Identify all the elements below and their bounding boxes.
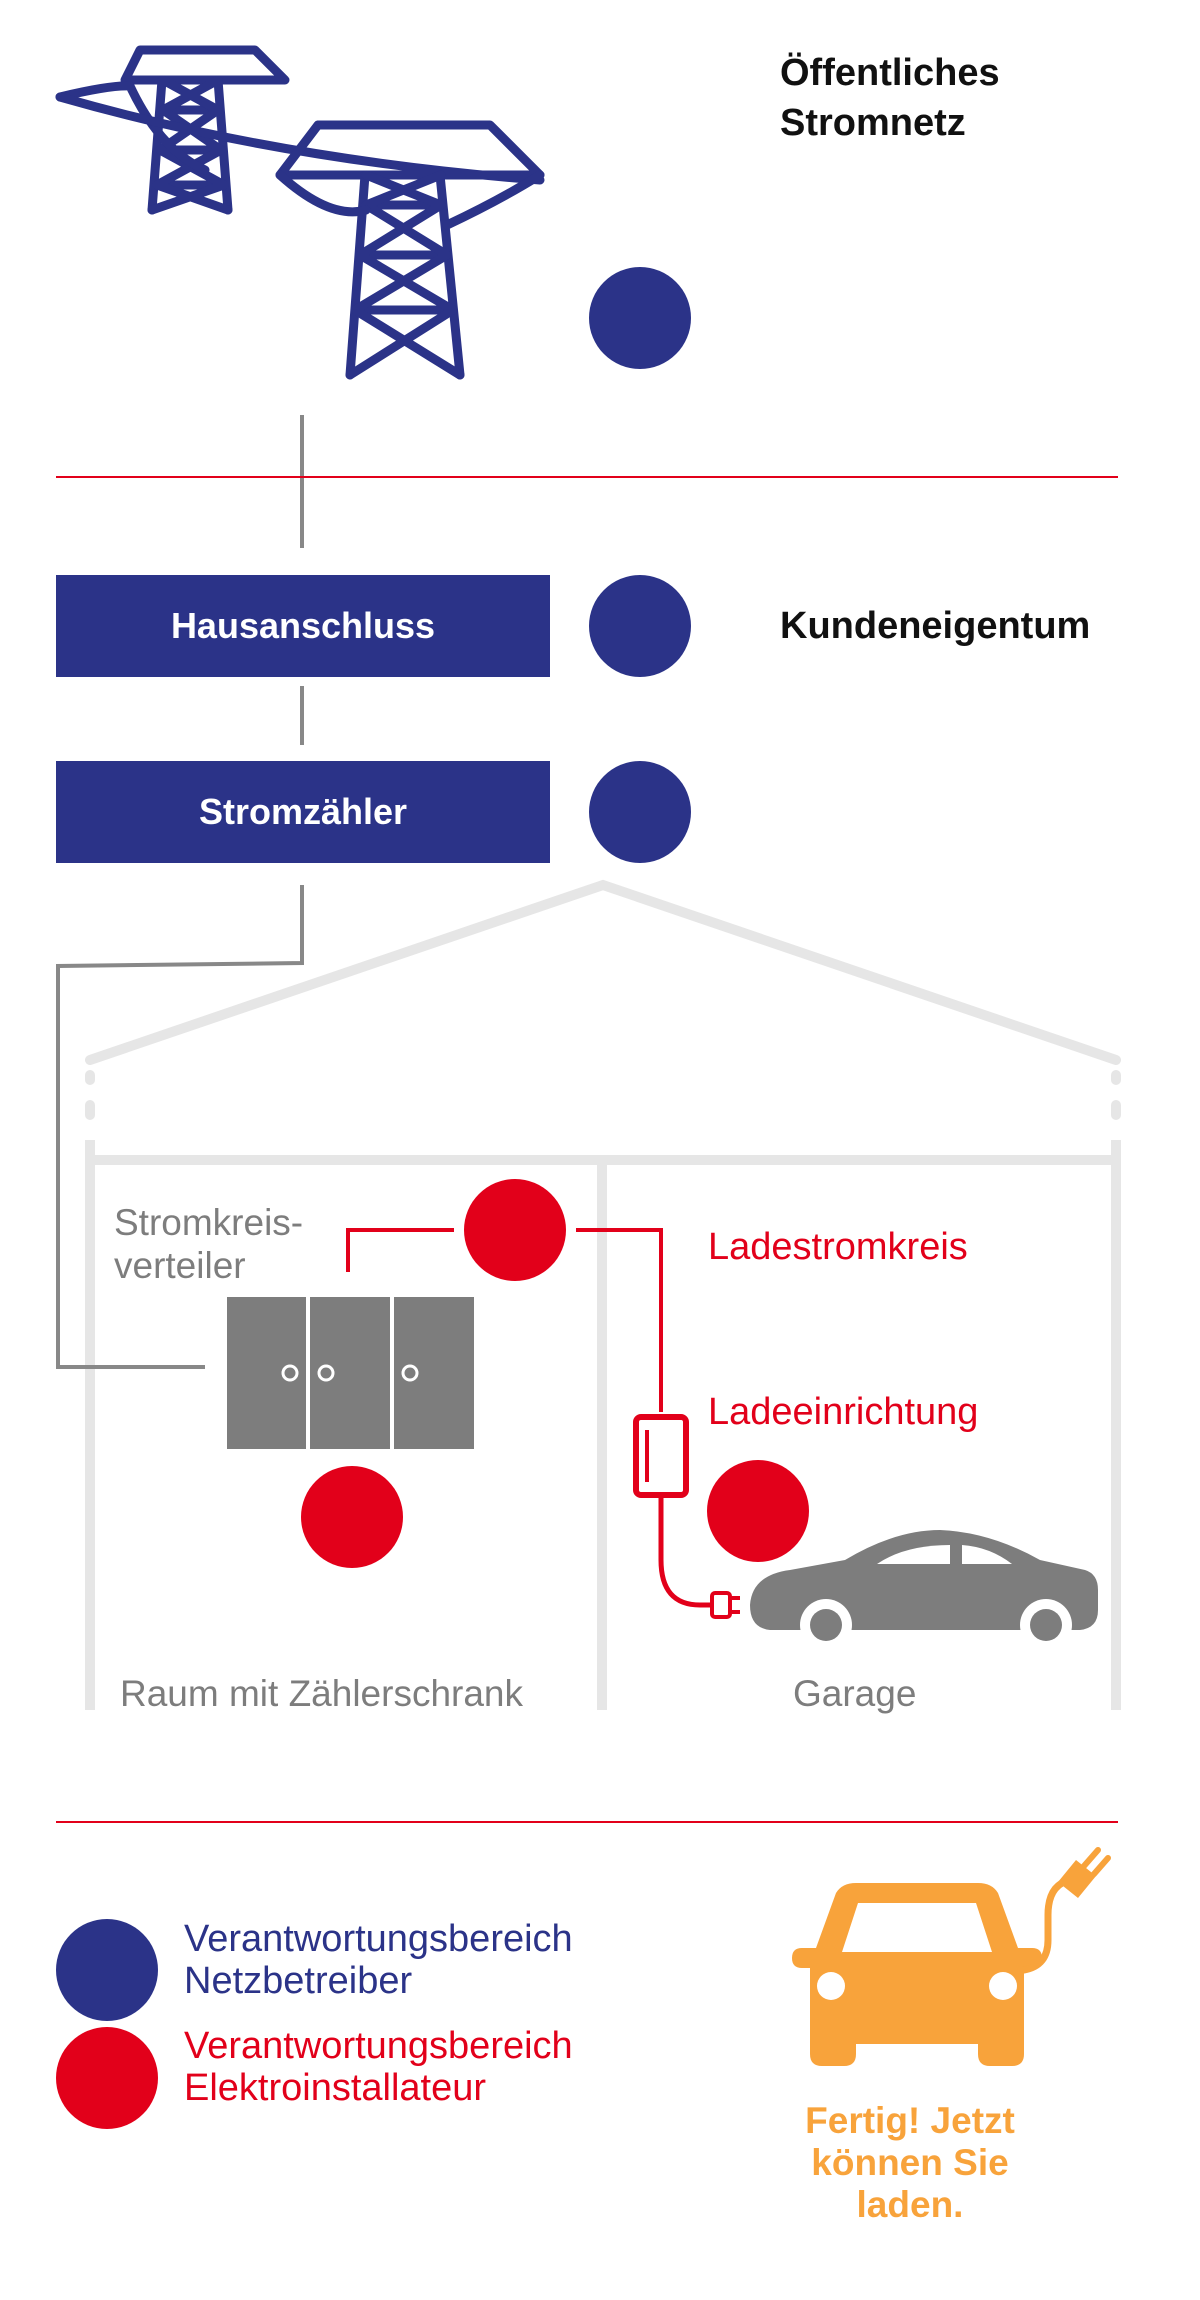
ready-to-charge-text: Fertig! Jetzt können Sie laden. [805,2100,1015,2225]
legend-operator-text: Verantwortungsbereich Netzbetreiber [184,1918,573,2002]
electrician-responsibility-dot [707,1460,809,1562]
distribution-cabinet-icon [227,1297,474,1449]
electrician-responsibility-dot [464,1179,566,1281]
room-meter-label: Raum mit Zählerschrank [120,1673,524,1714]
distributor-label: Stromkreis- verteiler [114,1202,304,1286]
charging-circuit-cable [346,1228,454,1272]
house-connection-box [56,575,550,677]
garage-label: Garage [793,1673,917,1714]
legend-operator-dot [56,1919,158,2021]
meter-to-distributor-cable [56,885,304,1369]
charging-device-label: Ladeeinrichtung [708,1391,979,1433]
car-icon [750,1530,1098,1651]
electrician-responsibility-dot [301,1466,403,1568]
charging-circuit-label: Ladestromkreis [708,1226,968,1268]
house-connection-label: Hausanschluss [170,605,436,646]
ev-car-charging-icon [792,1847,1111,2066]
meter-box [56,761,550,863]
operator-responsibility-dot [589,575,691,677]
wallbox-icon [633,1414,740,1619]
operator-responsibility-dot [589,267,691,369]
charging-circuit-cable [576,1228,663,1412]
meter-label: Stromzähler [198,791,408,832]
grid-label: Öffentliches Stromnetz [780,52,1000,144]
customer-property-label: Kundeneigentum [780,605,1091,647]
operator-responsibility-dot [589,761,691,863]
power-pylon-icon [55,45,545,380]
legend-electrician-dot [56,2027,158,2129]
house-outline [85,879,1121,1710]
legend-electrician-text: Verantwortungsbereich Elektroinstallateu… [184,2025,573,2109]
